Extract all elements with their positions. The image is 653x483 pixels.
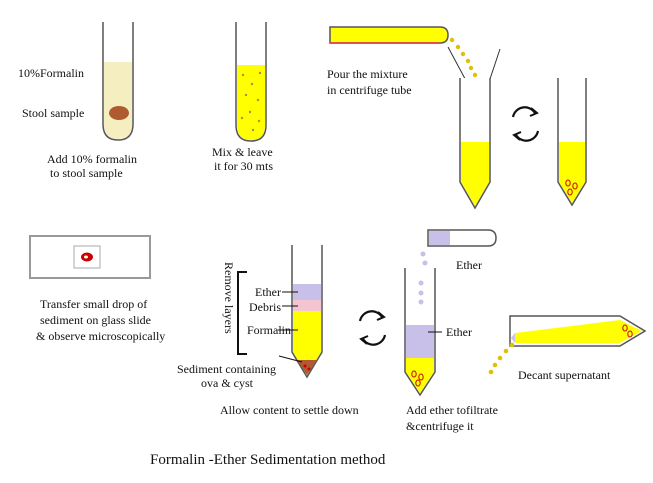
layer-debris-label: Debris	[249, 300, 281, 314]
layer-formalin-label: Formalin	[247, 323, 291, 337]
stool-sample-blob	[109, 106, 129, 120]
ether-layer	[293, 284, 321, 300]
step3-caption-line2: in centrifuge tube	[327, 83, 412, 97]
diagram-title: Formalin -Ether Sedimentation method	[150, 452, 386, 468]
step7-caption-line2: sediment on glass slide	[40, 313, 151, 327]
step4-caption-line1: Add ether tofiltrate	[406, 403, 498, 417]
glass-slide	[29, 235, 151, 279]
ether-tube	[420, 229, 497, 266]
step7-caption-line1: Transfer small drop of	[40, 297, 148, 311]
sediment-label-line2: ova & cyst	[201, 376, 253, 390]
ether-tube-label: Ether	[456, 258, 482, 272]
pouring-tube	[329, 26, 478, 78]
remove-layers-bracket	[237, 271, 247, 355]
centrifuge-tube-spun	[557, 78, 587, 207]
test-tube-formalin-stool	[102, 22, 134, 141]
settled-layers-tube	[291, 245, 323, 379]
formalin-label: 10%Formalin	[18, 66, 84, 80]
remove-layers-label: Remove layers	[222, 262, 236, 334]
step2-caption-line1: Mix & leave	[212, 145, 273, 159]
sediment-layer	[297, 360, 317, 375]
test-tube-mixed	[235, 22, 267, 142]
step2-caption-line2: it for 30 mts	[214, 159, 273, 173]
step1-caption-line1: Add 10% formalin	[47, 152, 137, 166]
step1-caption-line2: to stool sample	[50, 166, 123, 180]
centrifuge-rotate-icon-2	[358, 310, 387, 346]
stool-sample-label: Stool sample	[22, 106, 85, 120]
ether-layer-label: Ether	[446, 325, 472, 339]
step5-caption: Decant supernatant	[518, 368, 611, 382]
formalin-layer	[293, 311, 321, 375]
debris-layer	[293, 300, 321, 311]
step4-caption-line2: &centrifuge it	[406, 419, 474, 433]
decanting-tube	[488, 315, 647, 375]
label-pointer-lines	[278, 291, 303, 363]
centrifuge-rotate-icon	[511, 106, 540, 142]
sediment-label-line1: Sediment containing	[177, 362, 276, 376]
step3-caption-line1: Pour the mixture	[327, 67, 408, 81]
formalin-liquid	[104, 62, 132, 139]
centrifuge-tube-filling	[459, 78, 491, 210]
step7-caption-line3: & observe microscopically	[36, 329, 166, 343]
layer-ether-label: Ether	[255, 285, 281, 299]
step6-caption: Allow content to settle down	[220, 403, 359, 417]
centrifuge-tube-ether	[404, 268, 442, 397]
mixed-liquid	[237, 65, 265, 140]
